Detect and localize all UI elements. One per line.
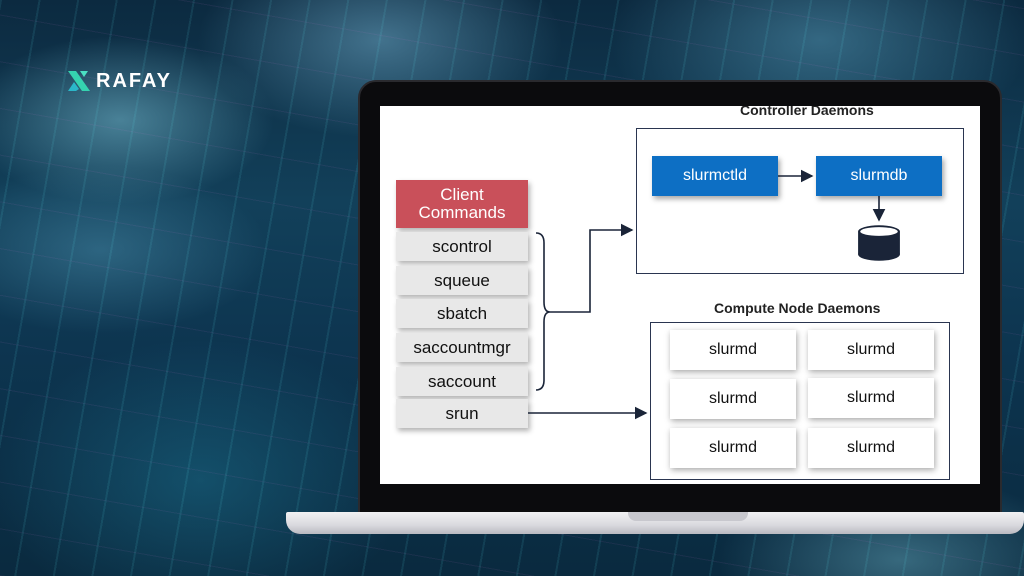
slurmdb-box: slurmdb xyxy=(816,156,942,196)
slurmd-node-6: slurmd xyxy=(808,428,934,468)
slurmctld-box: slurmctld xyxy=(652,156,778,196)
brand-name: RAFAY xyxy=(96,69,172,92)
controller-daemons-group xyxy=(636,128,964,274)
command-saccountmgr: saccountmgr xyxy=(396,333,528,362)
laptop-screen: Controller Daemons slurmctld slurmdb Com… xyxy=(380,106,980,484)
diagram-connectors xyxy=(528,169,886,420)
brace-to-controller-arrow xyxy=(550,223,634,313)
controller-daemons-title: Controller Daemons xyxy=(740,106,874,118)
command-group-brace xyxy=(535,232,551,391)
database-icon xyxy=(858,225,900,261)
slurmd-node-2: slurmd xyxy=(808,330,934,370)
rafay-logo-icon xyxy=(68,71,90,91)
command-sbatch: sbatch xyxy=(396,299,528,328)
compute-daemons-title: Compute Node Daemons xyxy=(714,300,881,316)
slurmd-node-3: slurmd xyxy=(670,379,796,419)
slurmd-node-5: slurmd xyxy=(670,428,796,468)
slurmd-node-4: slurmd xyxy=(808,378,934,418)
command-squeue: squeue xyxy=(396,266,528,295)
laptop-base xyxy=(286,512,1024,534)
slurmd-node-1: slurmd xyxy=(670,330,796,370)
command-srun: srun xyxy=(396,399,528,428)
client-commands-header: Client Commands xyxy=(396,180,528,228)
rafay-logo: RAFAY xyxy=(66,68,172,94)
laptop-notch xyxy=(628,512,748,521)
command-saccount: saccount xyxy=(396,367,528,396)
command-scontrol: scontrol xyxy=(396,232,528,261)
